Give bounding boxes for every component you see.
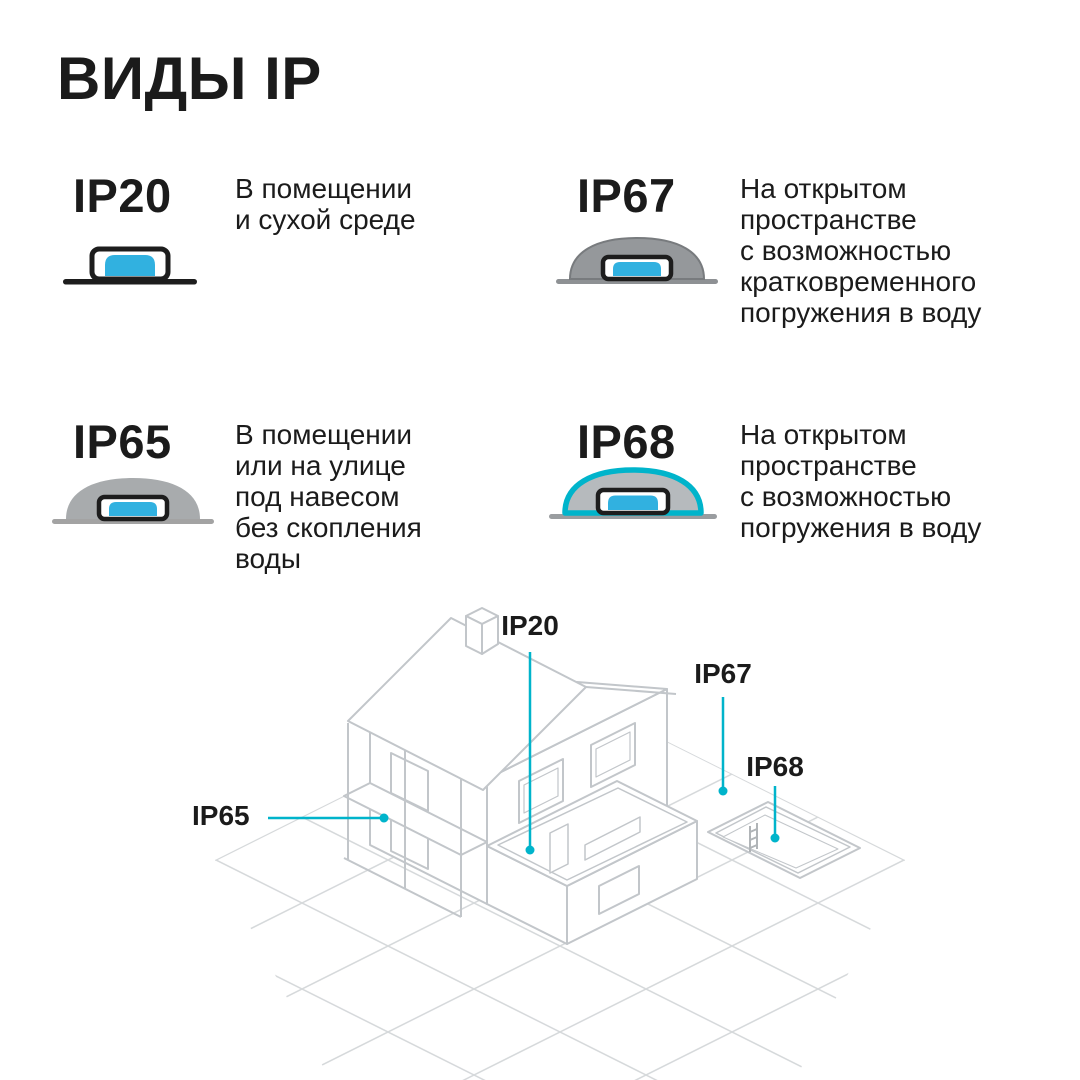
led-strip-sealed-dome-icon [552,226,722,286]
callout-lines [268,652,780,855]
callout-label-ip67: IP67 [694,658,752,689]
callout-dot-ip20 [525,845,535,855]
led-strip-sealed-dome-icon-svg [556,236,718,284]
page-title: ВИДЫ IP [57,45,322,112]
rating-description-ip68: На открытом пространстве с возможностью … [740,419,982,543]
led-strip-bare-icon [55,234,205,286]
rating-label-ip67: IP67 [577,169,676,222]
callout-dot-ip67 [718,786,728,796]
swimming-pool [707,801,861,879]
led-strip-waterproof-dome-icon [545,456,721,522]
wing-open-top [486,780,698,887]
rating-label-ip20: IP20 [73,169,172,222]
wing-window [598,865,640,915]
led-strip-waterproof-dome-icon-svg [549,467,717,519]
callout-dot-ip65 [379,813,389,823]
led-strip-dome-icon-svg [52,478,214,524]
isometric-house [343,607,698,945]
callout-dot-ip68 [770,833,780,843]
cutaway-wing [486,780,698,945]
chimney [465,607,499,655]
callout-label-ip68: IP68 [746,751,804,782]
upper-windows [518,722,636,824]
rating-label-ip65: IP65 [73,415,172,468]
callout-label-ip20: IP20 [501,610,559,641]
roof-barge-line [585,686,677,695]
interior-door [549,823,569,874]
pool-ladder-icon [749,823,758,852]
porch [343,723,488,918]
rating-label-ip68: IP68 [577,415,676,468]
led-strip-bare-icon-svg [63,246,197,285]
interior-wall [584,816,641,861]
rating-description-ip67: На открытом пространстве с возможностью … [740,173,982,328]
led-strip-dome-icon [48,466,218,526]
rating-description-ip65: В помещении или на улице под навесом без… [235,419,422,574]
rating-description-ip20: В помещении и сухой среде [235,173,416,235]
callout-label-ip65: IP65 [192,800,250,831]
